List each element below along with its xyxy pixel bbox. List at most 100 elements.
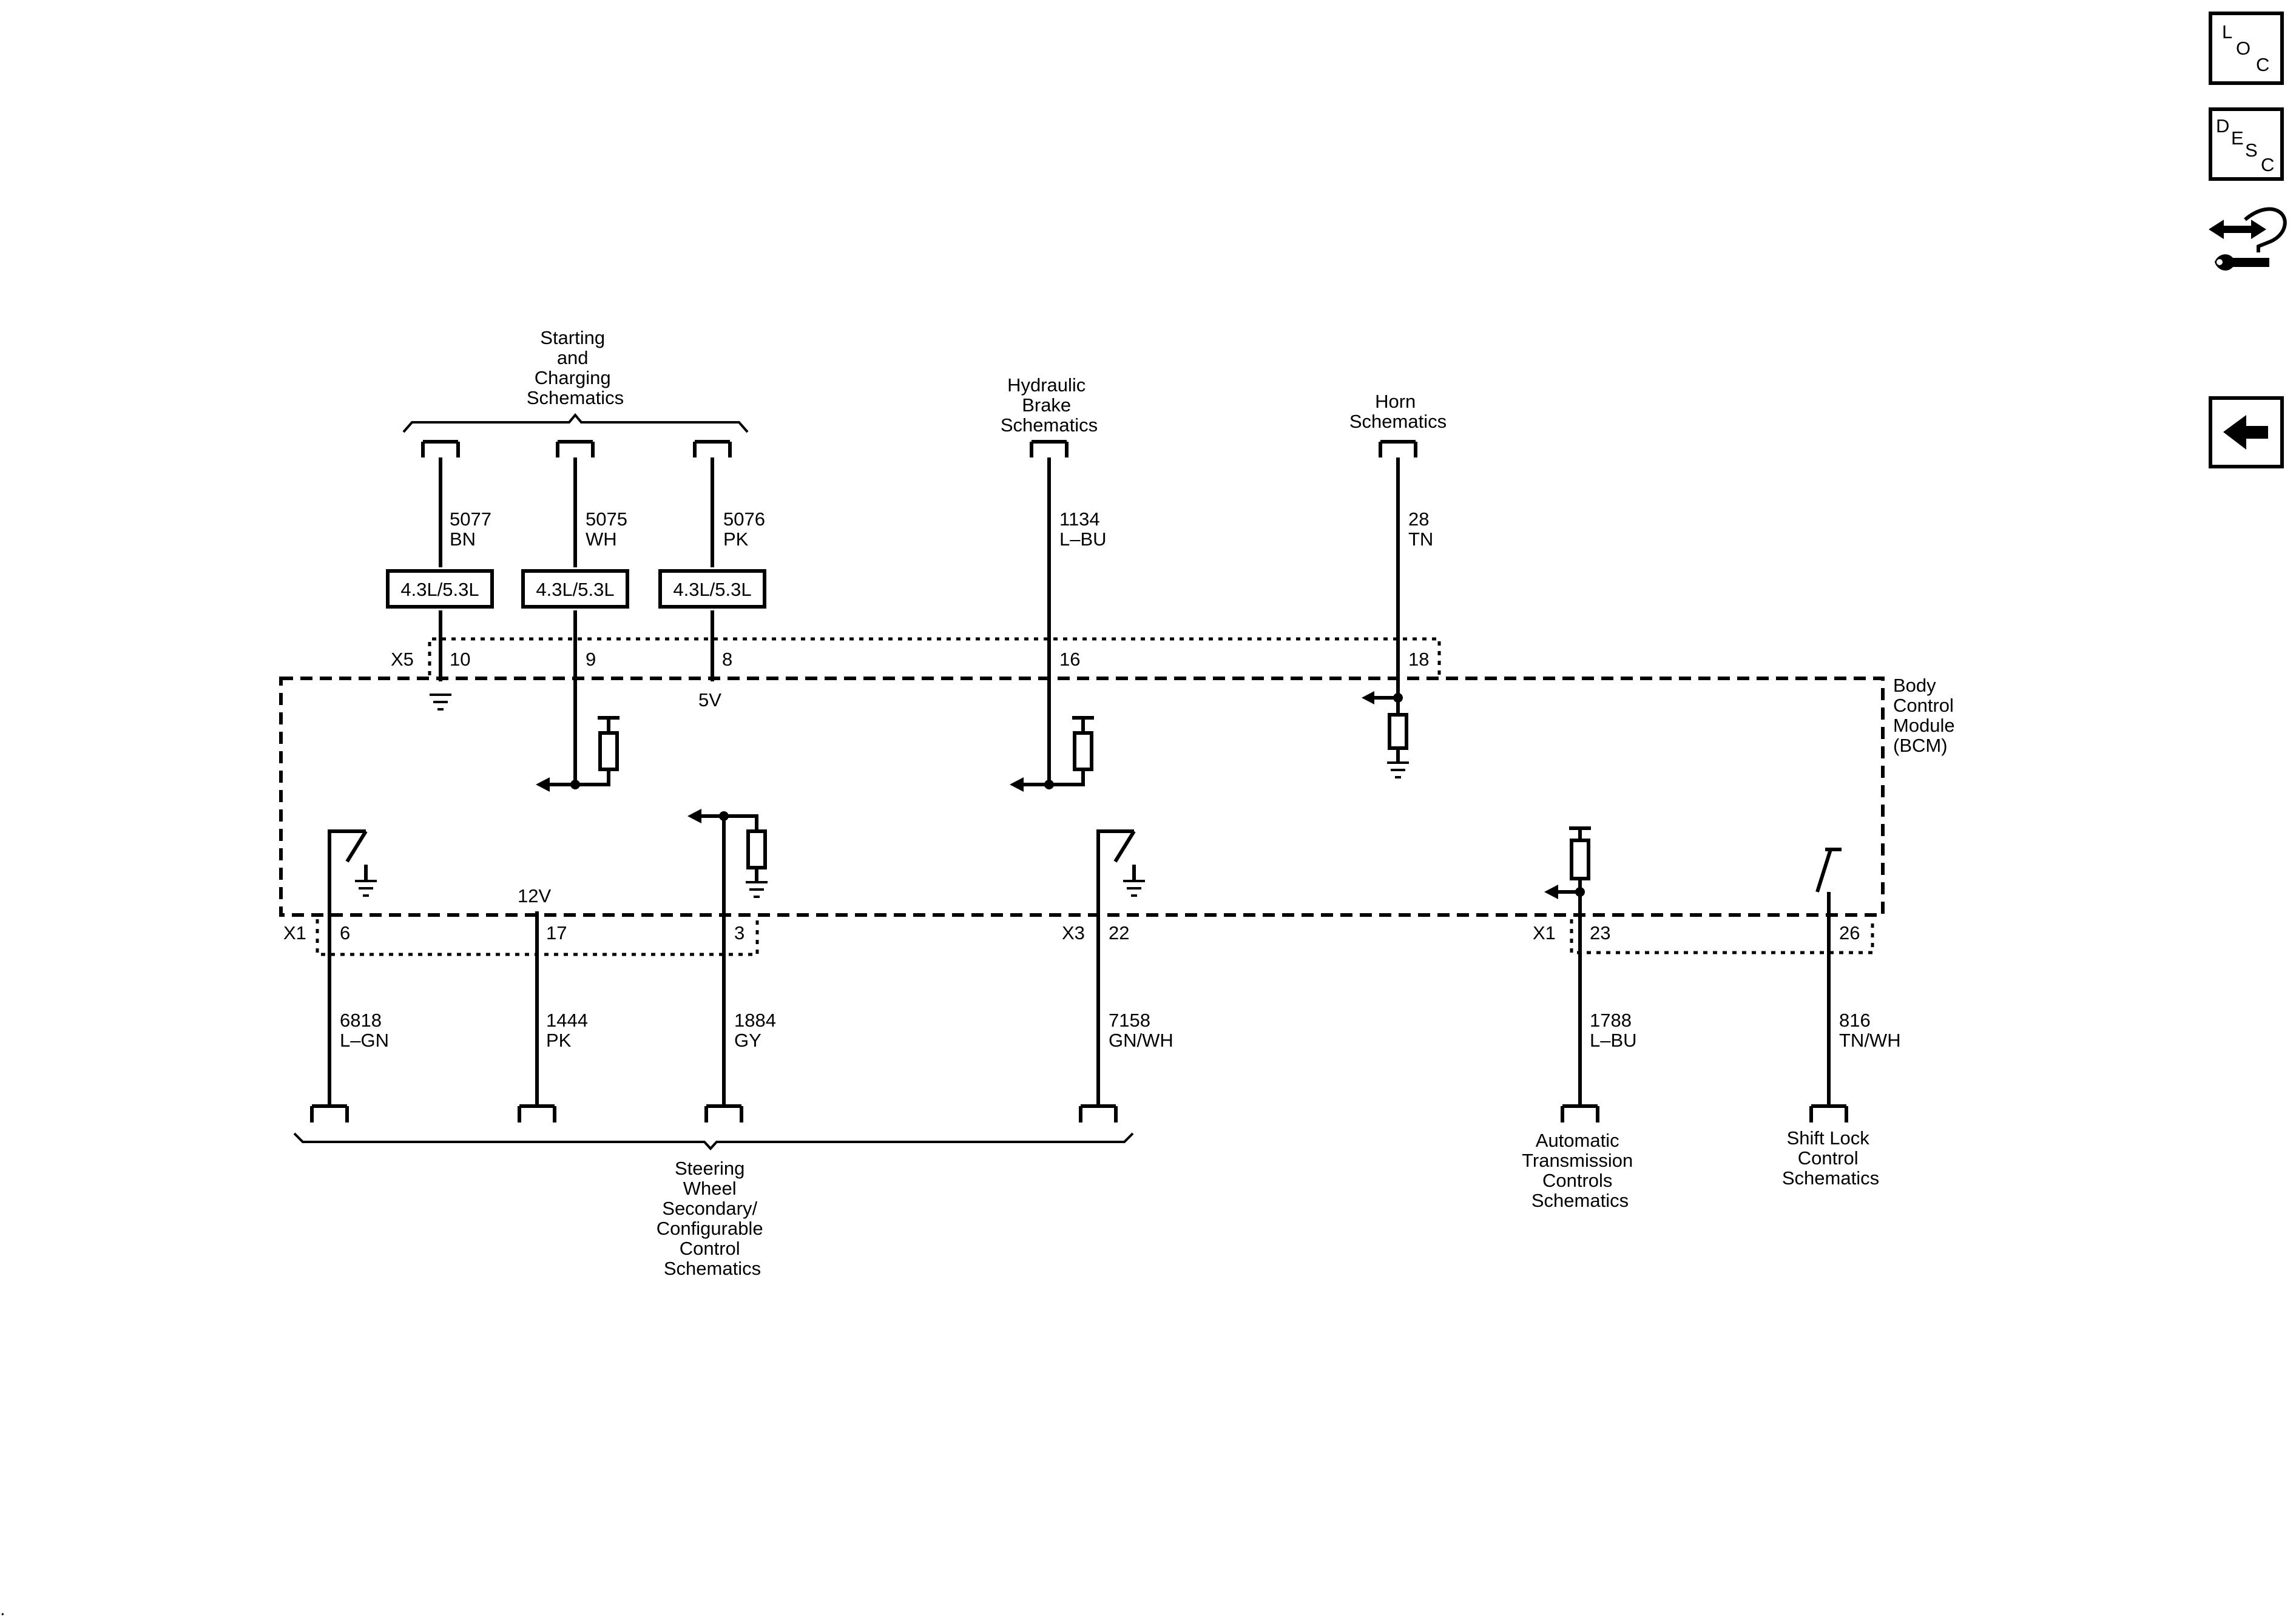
loc-button[interactable]: L O C [2209, 12, 2284, 85]
connector-x1-left-label: X1 [283, 922, 306, 944]
desc-letter-4: C [2261, 154, 2274, 175]
pin-6: 6 [340, 922, 350, 944]
wire-5077[interactable] [421, 440, 460, 681]
resistor-symbol [1388, 713, 1408, 750]
circuit-7158-number: 7158 [1109, 1010, 1150, 1031]
pin-3: 3 [734, 922, 745, 944]
resistor-symbol [746, 829, 767, 869]
ground-symbol [430, 694, 451, 711]
circuit-5075-color: WH [586, 528, 617, 550]
module-name: Body Control Module (BCM) [1893, 675, 1960, 756]
ground-symbol [1123, 880, 1145, 897]
loc-letter-2: O [2236, 38, 2250, 59]
circuit-1444-color: PK [546, 1030, 572, 1051]
connector-x1-right-label: X1 [1533, 922, 1556, 944]
back-button[interactable] [2209, 396, 2284, 468]
switch-contact [345, 830, 368, 863]
wire-1788[interactable] [1558, 890, 1599, 1122]
connector-x5-outline [428, 637, 1441, 675]
connector-repair-icon[interactable] [2209, 207, 2287, 271]
pullup-resistor-1134 [1049, 716, 1094, 786]
automatic-transmission-label: Automatic Transmission Controls Schemati… [1522, 1130, 1638, 1211]
arrow-head [1010, 777, 1024, 792]
loc-letter-1: L [2222, 21, 2232, 42]
shift-lock-label: Shift Lock Control Schematics [1782, 1127, 1879, 1189]
pin-9: 9 [586, 649, 596, 670]
pin-23: 23 [1590, 922, 1610, 944]
pin-22: 22 [1109, 922, 1129, 944]
circuit-28-number: 28 [1408, 508, 1429, 530]
loc-letter-3: C [2256, 54, 2269, 75]
switch-contact [1113, 830, 1136, 863]
back-arrow-icon [2209, 396, 2284, 468]
circuit-6818-number: 6818 [340, 1010, 382, 1031]
loc-icon [2209, 12, 2284, 85]
pin-16: 16 [1059, 649, 1080, 670]
ground-symbol [1387, 761, 1409, 778]
bcm-boundary [279, 677, 1885, 917]
ground-symbol [355, 880, 377, 897]
engine-option-box-2 [521, 569, 629, 609]
wire-1444[interactable] [518, 911, 556, 1122]
circuit-5075-number: 5075 [586, 508, 627, 530]
starting-charging-label: Starting and Charging Schematics [527, 327, 624, 408]
pullup-resistor-5075 [575, 716, 620, 786]
steering-wheel-brace [293, 1132, 1134, 1150]
circuit-816-color: TN/WH [1839, 1030, 1901, 1051]
circuit-5077-number: 5077 [450, 508, 491, 530]
engine-option-2: 4.3L/5.3L [536, 579, 614, 600]
desc-button[interactable]: D E S C [2209, 107, 2284, 181]
wire-5076[interactable] [693, 440, 732, 681]
circuit-28-color: TN [1408, 528, 1433, 550]
ground-symbol [746, 881, 768, 898]
engine-option-3: 4.3L/5.3L [673, 579, 751, 600]
engine-option-box-3 [658, 569, 766, 609]
connector-x1-right-outline [1570, 919, 1874, 954]
arrow-head [1362, 691, 1374, 704]
wire-1134[interactable] [1023, 440, 1069, 786]
wire-6818[interactable] [310, 829, 366, 1122]
circuit-7158-color: GN/WH [1109, 1030, 1173, 1051]
voltage-12v: 12V [518, 885, 551, 906]
pin-8: 8 [722, 649, 732, 670]
arrow-head [687, 809, 701, 823]
pin-10: 10 [450, 649, 470, 670]
circuit-1788-color: L–BU [1590, 1030, 1637, 1051]
circuit-1884-color: GY [734, 1030, 761, 1051]
engine-option-1: 4.3L/5.3L [400, 579, 479, 600]
circuit-1788-number: 1788 [1590, 1010, 1632, 1031]
resistor-symbol [1570, 839, 1590, 880]
circuit-5076-color: PK [723, 528, 749, 550]
back-arrow-shape [2223, 415, 2268, 450]
circuit-6818-color: L–GN [340, 1030, 389, 1051]
pin-18: 18 [1408, 649, 1429, 670]
circuit-5076-number: 5076 [723, 508, 765, 530]
connector-x5-label: X5 [391, 649, 414, 670]
pullup-resistor-1788 [1569, 826, 1591, 917]
wire-7158[interactable] [1079, 829, 1134, 1122]
circuit-816-number: 816 [1839, 1010, 1871, 1031]
junction-dot [1393, 693, 1403, 703]
pin-26: 26 [1839, 922, 1860, 944]
voltage-5v: 5V [698, 689, 721, 711]
circuit-5077-color: BN [450, 528, 476, 550]
starting-charging-brace [402, 413, 749, 433]
arrow-head [536, 777, 550, 792]
desc-letter-3: S [2245, 140, 2258, 161]
circuit-1134-color: L–BU [1059, 528, 1107, 550]
desc-letter-1: D [2216, 115, 2229, 137]
wire-5075[interactable] [549, 440, 595, 786]
corner-mark: . [0, 1598, 5, 1617]
arrow-head [1544, 885, 1558, 899]
connector-x3-label: X3 [1062, 922, 1085, 944]
horn-label: Horn Schematics [1349, 391, 1447, 432]
pin-17: 17 [546, 922, 567, 944]
resistor-symbol [598, 731, 619, 771]
circuit-1134-number: 1134 [1059, 508, 1100, 530]
junction-dot [719, 811, 729, 821]
hydraulic-brake-label: Hydraulic Brake Schematics [1001, 374, 1098, 436]
circuit-1444-number: 1444 [546, 1010, 588, 1031]
wire-28[interactable] [1379, 440, 1417, 715]
desc-letter-2: E [2231, 127, 2244, 149]
